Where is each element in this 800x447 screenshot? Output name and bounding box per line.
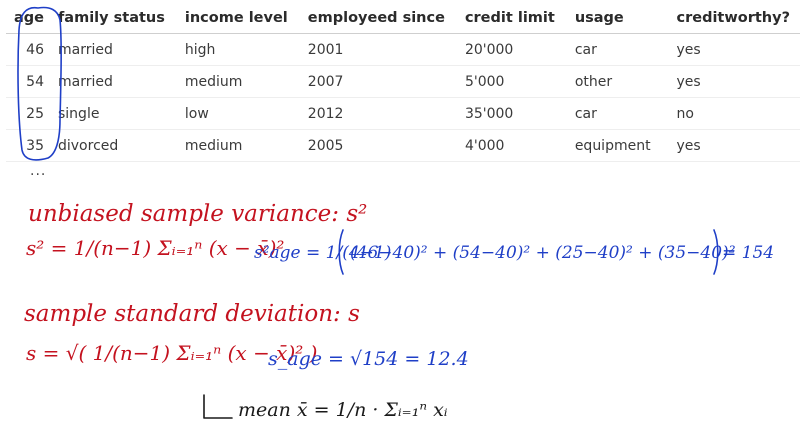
cell-creditworthy: yes	[666, 129, 800, 162]
cell-age: 54	[6, 65, 48, 98]
table-row: 54 married medium 2007 5'000 other yes	[6, 65, 800, 98]
cell-income-level: high	[174, 33, 298, 66]
cell-age: 35	[6, 129, 48, 162]
cell-usage: car	[564, 97, 667, 130]
table-row: 46 married high 2001 20'000 car yes	[6, 33, 800, 66]
cell-creditworthy: no	[666, 97, 800, 130]
variance-formula: s² = 1/(n−1) Σᵢ₌₁ⁿ (x − x̄)²	[26, 236, 284, 260]
cell-usage: other	[564, 65, 667, 98]
column-header-usage: usage	[564, 3, 667, 34]
right-bracket	[713, 229, 719, 275]
mean-arrow	[203, 394, 233, 419]
std-formula: s = √( 1/(n−1) Σᵢ₌₁ⁿ (x − x̄)² )	[26, 341, 317, 365]
cell-usage: car	[564, 33, 667, 66]
cell-credit-limit: 5'000	[454, 65, 565, 98]
cell-employed-since: 2005	[297, 129, 455, 162]
cell-income-level: low	[174, 97, 298, 130]
column-header-creditworthy: creditworthy?	[666, 3, 800, 34]
cell-age: 46	[6, 33, 48, 66]
mean-note: mean x̄ = 1/n · Σᵢ₌₁ⁿ xᵢ	[238, 399, 448, 421]
cell-family-status: single	[48, 97, 175, 130]
cell-creditworthy: yes	[666, 65, 800, 98]
variance-example-lhs: s²age = 1/(4−1)	[254, 243, 391, 263]
cell-family-status: married	[48, 65, 175, 98]
column-header-income-level: income level	[174, 3, 298, 34]
std-heading: sample standard deviation: s	[24, 301, 360, 327]
cell-income-level: medium	[174, 129, 298, 162]
cell-income-level: medium	[174, 65, 298, 98]
cell-employed-since: 2007	[297, 65, 455, 98]
column-header-credit-limit: credit limit	[454, 3, 565, 34]
cell-usage: equipment	[564, 129, 667, 162]
cell-family-status: married	[48, 33, 175, 66]
cell-employed-since: 2012	[297, 97, 455, 130]
cell-employed-since: 2001	[297, 33, 455, 66]
cell-credit-limit: 35'000	[454, 97, 565, 130]
more-rows-ellipsis: ...	[30, 163, 47, 179]
column-header-family-status: family status	[48, 3, 175, 34]
column-header-employed-since: employeed since	[297, 3, 455, 34]
table-row: 25 single low 2012 35'000 car no	[6, 97, 800, 130]
credit-data-table-region: age family status income level employeed…	[0, 0, 800, 190]
cell-credit-limit: 4'000	[454, 129, 565, 162]
credit-data-table: age family status income level employeed…	[6, 3, 800, 162]
variance-example-terms: (46−40)² + (54−40)² + (25−40)² + (35−40)…	[350, 243, 736, 263]
age-column-highlight-loop	[17, 6, 62, 161]
std-example: s_age = √154 = 12.4	[268, 348, 469, 370]
table-header-row: age family status income level employeed…	[6, 3, 800, 34]
cell-age: 25	[6, 97, 48, 130]
variance-heading: unbiased sample variance: s²	[28, 201, 367, 227]
variance-example-result: = 154	[722, 243, 774, 263]
table-row: 35 divorced medium 2005 4'000 equipment …	[6, 129, 800, 162]
cell-family-status: divorced	[48, 129, 175, 162]
left-bracket	[338, 229, 344, 275]
cell-credit-limit: 20'000	[454, 33, 565, 66]
cell-creditworthy: yes	[666, 33, 800, 66]
